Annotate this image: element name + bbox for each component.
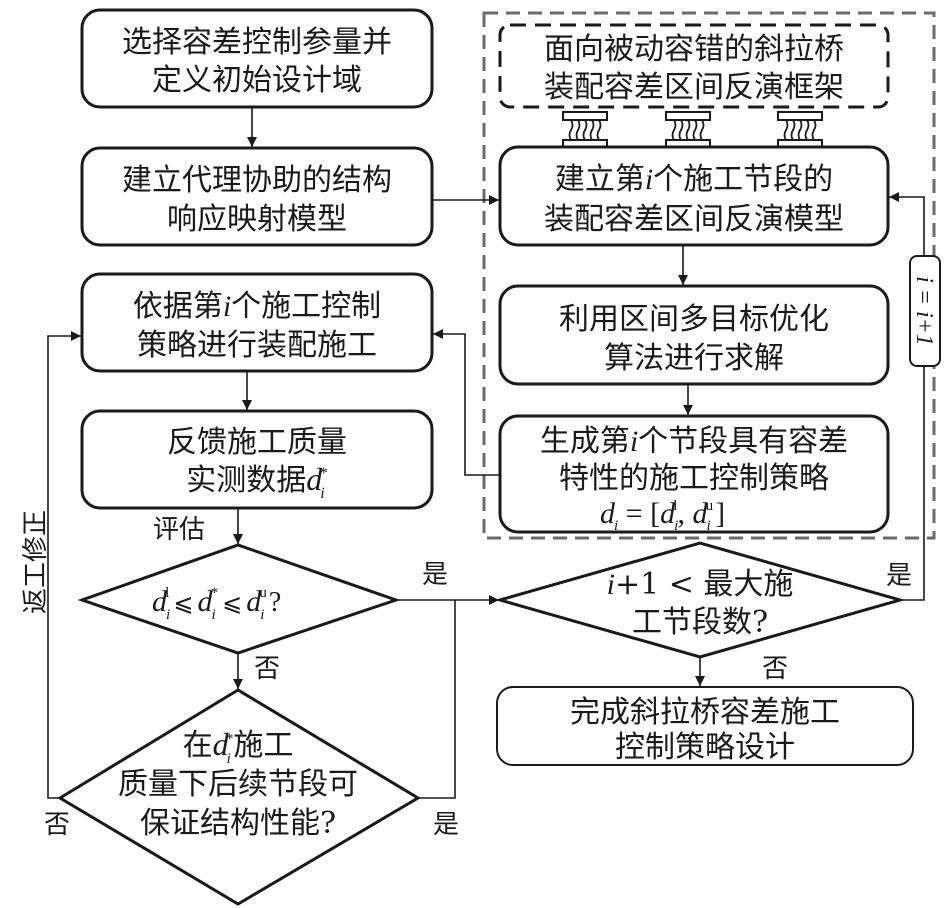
label-rework: 返工修正 <box>21 510 51 614</box>
decision-max-segments: i+1 < 最大施 工节段数? <box>494 541 906 659</box>
node-construct-line1: 依据第i个施工控制 <box>133 289 381 324</box>
increment-label-text: i = i+1 <box>911 276 937 346</box>
framework-title-line1: 面向被动容错的斜拉桥 <box>544 32 844 67</box>
node-inverse-model: 建立第i个施工节段的 装配容差区间反演模型 <box>498 145 890 247</box>
node-generate-strategy-line1: 生成第i个节段具有容差 <box>540 424 848 459</box>
node-feedback: 反馈施工质量 实测数据di* <box>80 409 434 510</box>
edge-generate-to-construct <box>433 329 500 476</box>
node-construct: 依据第i个施工控制 策略进行装配施工 <box>80 272 434 373</box>
node-finish: 完成斜拉桥容差施工 控制策略设计 <box>496 686 914 766</box>
label-max-yes: 是 <box>886 561 912 591</box>
node-surrogate-model-line1: 建立代理协助的结构 <box>122 163 392 198</box>
bearing-icon <box>665 111 711 149</box>
decision-subsequent-check: 在di*施工 质量下后续节段可 保证结构性能? <box>57 688 421 906</box>
bearing-icon <box>777 111 823 149</box>
node-feedback-line1: 反馈施工质量 <box>167 425 347 460</box>
node-generate-strategy-line2: 特性的施工控制策略 <box>559 461 829 496</box>
node-construct-line2: 策略进行装配施工 <box>137 328 377 363</box>
decision-subsequent-line2: 质量下后续节段可 <box>118 767 358 802</box>
node-feedback-line2: 实测数据di* <box>186 461 327 502</box>
label-max-no: 否 <box>762 654 788 684</box>
node-generate-strategy: 生成第i个节段具有容差 特性的施工控制策略 di = [dil, diu] <box>498 414 890 534</box>
node-generate-strategy-formula: di = [dil, diu] <box>600 497 725 534</box>
decision-range-formula: dil⩽di*⩽diu? <box>152 585 281 623</box>
decision-max-segments-line2: 工节段数? <box>632 605 768 640</box>
node-finish-line1: 完成斜拉桥容差施工 <box>570 695 840 730</box>
framework-title-line2: 装配容差区间反演框架 <box>544 70 844 105</box>
label-range-yes: 是 <box>422 560 448 590</box>
node-inverse-model-line1: 建立第i个施工节段的 <box>555 162 833 197</box>
framework-title-box <box>498 23 890 109</box>
label-subsequent-yes: 是 <box>433 810 459 840</box>
node-select-params-line2: 定义初始设计域 <box>152 63 362 98</box>
edge-max-yes-loop <box>889 192 925 601</box>
framework-frame <box>482 11 936 540</box>
decision-max-segments-line1: i+1 < 最大施 <box>607 567 794 602</box>
label-subsequent-no: 否 <box>44 810 70 840</box>
label-evaluate: 评估 <box>153 515 205 545</box>
label-range-no: 否 <box>254 654 280 684</box>
node-inverse-model-line2: 装配容差区间反演模型 <box>544 202 844 237</box>
edge-rework-loop <box>47 331 81 799</box>
node-select-params-line1: 选择容差控制参量并 <box>122 25 392 60</box>
decision-subsequent-line1: 在di*施工 <box>183 726 294 767</box>
node-select-params: 选择容差控制参量并 定义初始设计域 <box>80 8 434 109</box>
node-solve-line1: 利用区间多目标优化 <box>559 302 829 337</box>
edge-subsequent-yes <box>418 600 456 799</box>
decision-subsequent-line3: 保证结构性能? <box>140 806 336 841</box>
decision-range-check: dil⩽di*⩽diu? <box>77 543 401 655</box>
node-surrogate-model: 建立代理协助的结构 响应映射模型 <box>80 146 434 247</box>
bearing-icon <box>562 111 608 149</box>
node-surrogate-model-line2: 响应映射模型 <box>167 202 347 237</box>
increment-label: i = i+1 <box>909 255 941 367</box>
node-finish-line2: 控制策略设计 <box>615 730 795 765</box>
node-solve: 利用区间多目标优化 算法进行求解 <box>498 284 890 386</box>
node-solve-line2: 算法进行求解 <box>604 341 784 376</box>
